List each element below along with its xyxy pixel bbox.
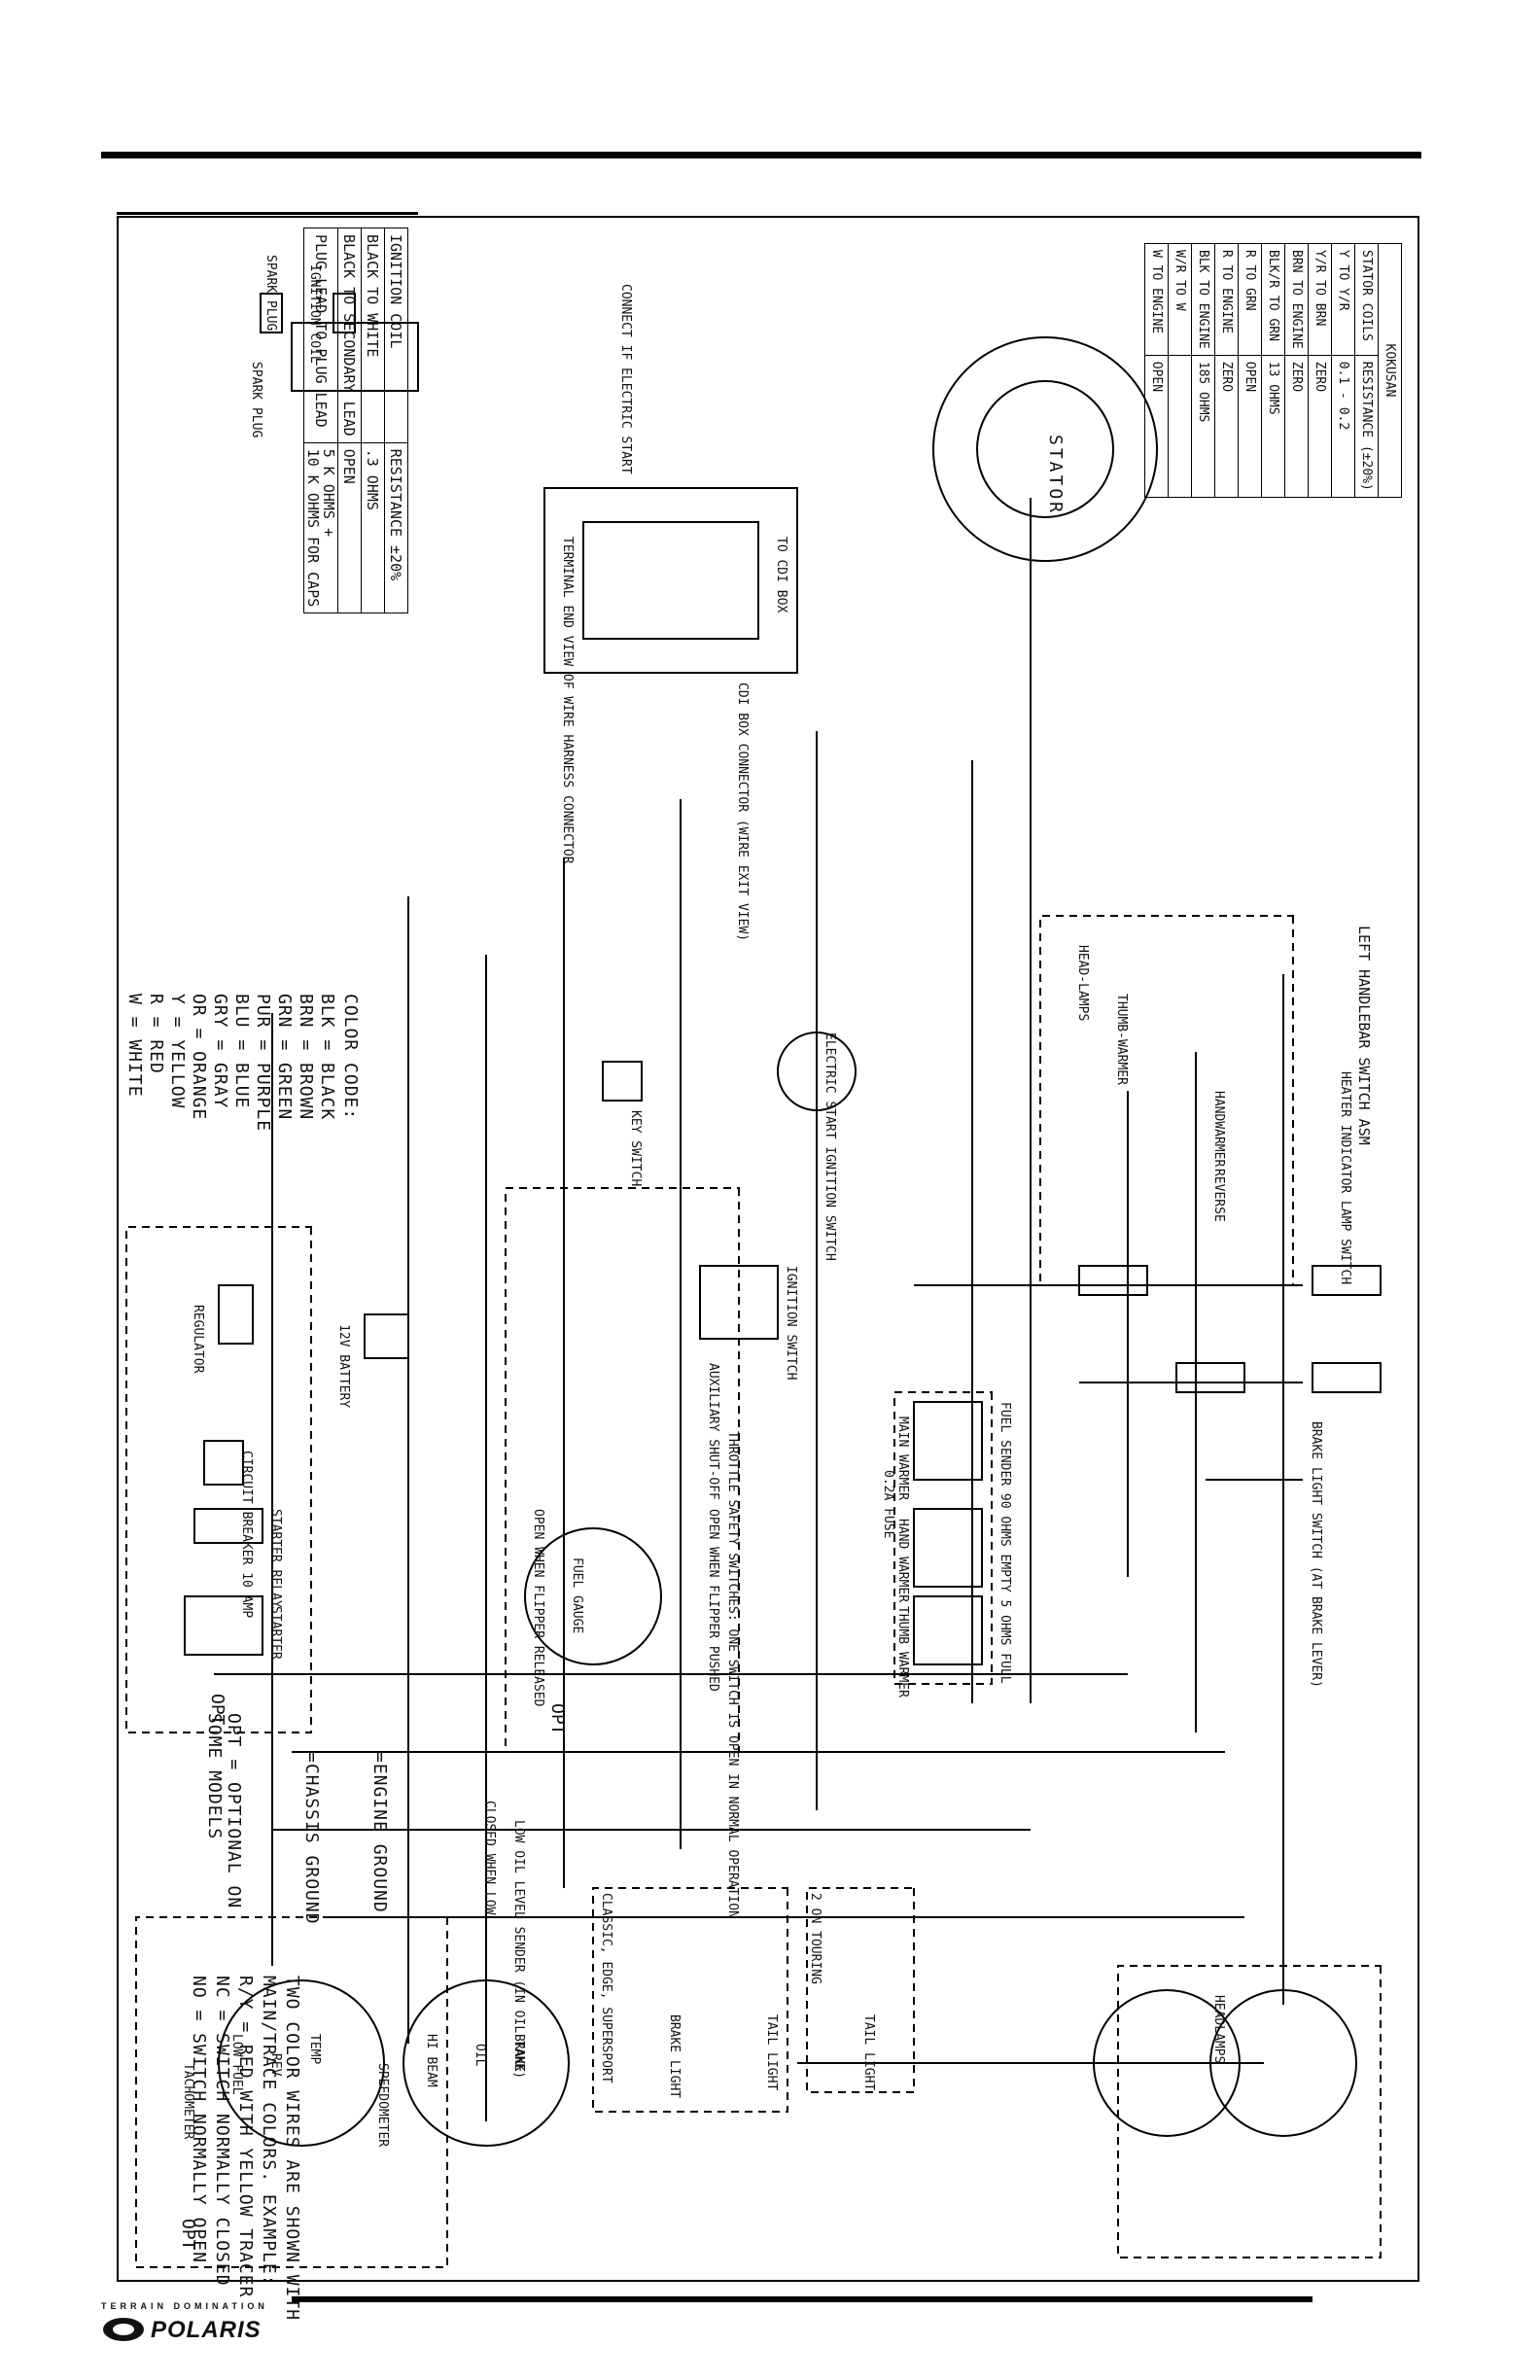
reverse-label: REVERSE	[1211, 1169, 1226, 1222]
tail-light-label: TAIL LIGHT	[861, 2014, 876, 2091]
color-code-item: OR = ORANGE	[189, 994, 209, 1121]
note-line: NO = SWITCH NORMALLY OPEN	[189, 1976, 209, 2263]
electric-start-note: CONNECT IF ELECTRIC START	[618, 284, 633, 474]
hand-warmer-label: HAND WARMER	[895, 1519, 910, 1603]
terminal-view-label: TERMINAL END VIEW OF WIRE HARNESS CONNEC…	[560, 537, 575, 864]
opt-note: OPT = OPTIONAL ON SOME MODELS	[204, 1713, 244, 1909]
wiring-lines	[125, 293, 1382, 2268]
hi-beam-label: HI BEAM	[424, 2034, 438, 2087]
cdi-connector-label: CDI BOX CONNECTOR (WIRE EXIT VIEW)	[735, 682, 750, 942]
color-code-item: GRN = GREEN	[274, 994, 295, 1121]
tail-light-label: TAIL LIGHT	[764, 2014, 779, 2091]
low-oil-label: LOW OIL LEVEL SENDER (IN OIL TANK)	[511, 1820, 526, 2080]
polaris-logo: TERRAIN DOMINATION POLARIS	[97, 2299, 292, 2348]
ignition-coil-label: IGNITION COIL	[307, 264, 322, 364]
headlamps-label: HEADLAMPS	[1211, 1995, 1226, 2064]
title-rule	[117, 212, 418, 215]
heater-indicator-label: HEATER INDICATOR LAMP SWITCH	[1338, 1071, 1352, 1285]
battery-label: 12V BATTERY	[336, 1324, 351, 1409]
color-code-title: COLOR CODE:	[340, 994, 361, 1121]
color-code-item: BLU = BLUE	[231, 994, 252, 1109]
aux-shutoff-label: AUXILIARY SHUT-OFF	[706, 1363, 720, 1500]
brake-light-label: BRAKE LIGHT	[667, 2014, 682, 2099]
note-line: TWO COLOR WIRES ARE SHOWN WITH	[282, 1976, 302, 2322]
opt-label: OPT	[547, 1703, 568, 1735]
thumb-warmer-label: THUMB WARMER	[895, 1606, 910, 1698]
color-code-item: BRN = BROWN	[296, 994, 316, 1121]
throttle-safety-label: THROTTLE SAFETY SWITCHES: ONE SWITCH IS …	[725, 1431, 740, 1918]
electric-start-ign-label: ELECTRIC START IGNITION SWITCH	[822, 1032, 837, 1261]
starter-relay-label: STARTER RELAY	[268, 1509, 283, 1608]
brand-name: POLARIS	[151, 2317, 262, 2343]
chassis-ground-text: =CHASSIS GROUND	[301, 1752, 322, 1925]
fuel-sender-label: FUEL SENDER 90 OHMS EMPTY 5 OHMS FULL	[998, 1402, 1012, 1684]
circuit-breaker-label: CIRCUIT BREAKER 10 AMP	[239, 1451, 254, 1619]
spark-plug-label: SPARK PLUG	[249, 362, 263, 438]
color-code-item: BLK = BLACK	[317, 994, 337, 1121]
color-code-item: Y = YELLOW	[167, 994, 188, 1109]
color-code-item: R = RED	[146, 994, 166, 1074]
fuse-label: 0.2A FUSE	[881, 1470, 895, 1539]
diagram-frame	[117, 216, 1419, 2282]
color-code-item: GRY = GRAY	[210, 994, 230, 1109]
touring-tail-label: 2 ON TOURING	[808, 1893, 822, 1984]
cdi-box-label: TO CDI BOX	[774, 537, 788, 613]
headlamps-switch-label: HEAD-LAMPS	[1075, 945, 1090, 1022]
flipper-pushed-label: OPEN WHEN FLIPPER PUSHED	[706, 1509, 720, 1692]
bottom-rule	[292, 2296, 1312, 2302]
thumb-warmer-switch-label: THUMB-WARMER	[1114, 994, 1129, 1085]
handwarmer-switch-label: HANDWARMER	[1211, 1091, 1226, 1168]
brand-tagline: TERRAIN DOMINATION	[101, 2301, 268, 2311]
classic-tail-label: CLASSIC, EDGE, SUPERSPORT	[599, 1893, 613, 2083]
ignition-switch-label: IGNITION SWITCH	[784, 1266, 798, 1381]
fuel-gauge-label: FUEL GAUGE	[570, 1558, 584, 1634]
main-warmer-label: MAIN WARMER	[895, 1417, 910, 1501]
key-switch-label: KEY SWITCH	[628, 1110, 643, 1187]
polaris-mark-icon	[103, 2318, 144, 2341]
note-line: MAIN/TRACE COLORS. EXAMPLE:	[259, 1976, 279, 2287]
brake-light-switch-label: BRAKE LIGHT SWITCH (AT BRAKE LEVER)	[1309, 1421, 1323, 1688]
regulator-label: REGULATOR	[191, 1305, 205, 1374]
speedometer-label: SPEEDOMETER	[375, 2063, 390, 2148]
note-line: NC = SWITCH NORMALLY CLOSED	[212, 1976, 232, 2287]
left-handlebar-label: LEFT HANDLEBAR SWITCH ASM	[1355, 926, 1373, 1145]
starter-label: STARTER	[268, 1606, 283, 1660]
oil-label: OIL	[472, 2044, 487, 2067]
spark-plug-label: SPARK PLUG	[263, 255, 278, 332]
color-code-item: W = WHITE	[124, 994, 145, 1098]
closed-when-low-label: CLOSED WHEN LOW	[482, 1801, 497, 1915]
note-line: R/Y = RED WITH YELLOW TRACER	[235, 1976, 256, 2298]
engine-ground-text: =ENGINE GROUND	[369, 1752, 390, 1913]
stator-label: STATOR	[1045, 435, 1066, 516]
flipper-released-label: OPEN WHEN FLIPPER RELEASED	[531, 1509, 545, 1707]
temp-label: TEMP	[307, 2034, 322, 2065]
color-code-item: PUR = PURPLE	[253, 994, 273, 1133]
stator-circle	[932, 336, 1158, 562]
top-rule	[101, 152, 1421, 158]
